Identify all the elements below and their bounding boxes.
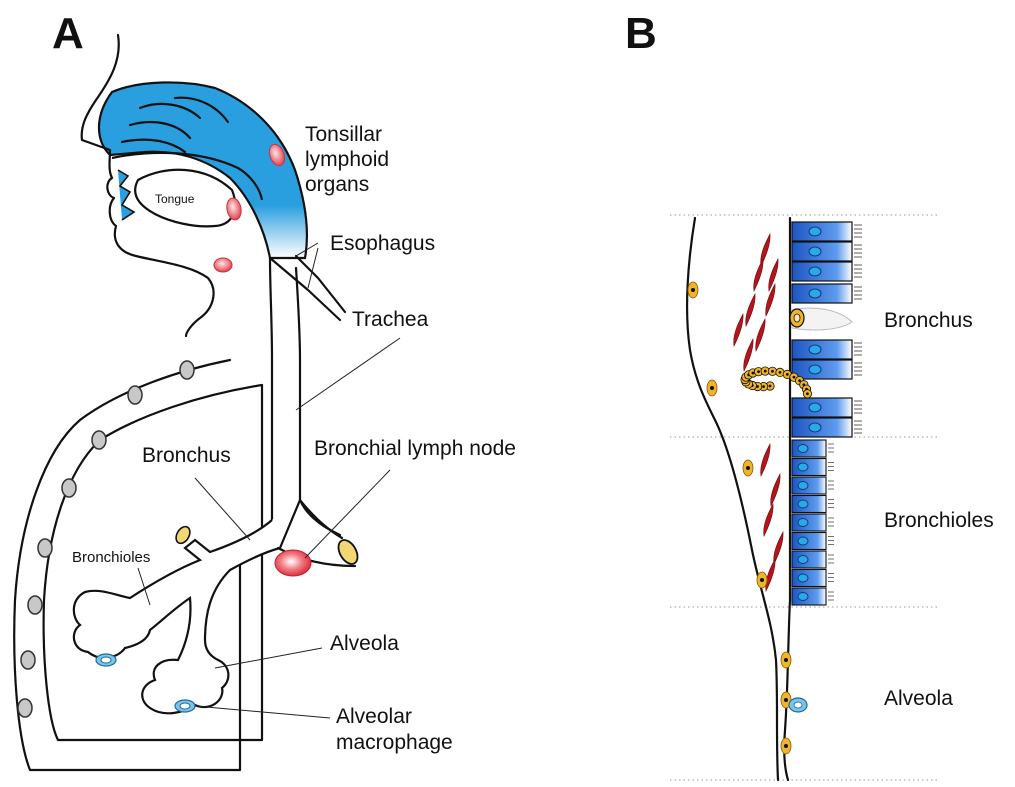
smooth-muscle-fiber [746,294,755,326]
svg-text:macrophage: macrophage [336,731,453,754]
lymphoid-cell [768,367,776,375]
stromal-cell [781,738,791,754]
ciliated-epithelial-cell [792,242,862,261]
rib [21,651,35,669]
svg-text:Alveolar: Alveolar [336,705,412,728]
svg-text:lymphoid: lymphoid [305,148,389,171]
cartilage-stump-left [173,524,192,546]
rib [18,699,32,717]
cartilage-stump-right [335,537,362,568]
smooth-muscle-fiber [766,559,775,591]
label-tonsillar-lymphoid-organs: Tonsillar lymphoid organs [305,123,389,196]
rib [38,539,52,557]
ciliated-epithelial-cell [792,340,862,359]
smooth-muscle-fiber [764,504,773,536]
cuboidal-epithelial-cell [792,533,834,550]
cuboidal-epithelial-cell [792,588,834,605]
trachea-left-wall [235,258,272,546]
cuboidal-epithelial-cell [792,551,834,568]
stromal-cell [757,572,767,588]
smooth-muscle-fiber [761,444,770,476]
fibroblast-cells [688,282,791,754]
smooth-muscle-fiber [744,339,753,371]
lips [118,170,134,220]
rib [28,596,42,614]
smooth-muscle-fibers [734,234,783,591]
rib [62,479,76,497]
panel-a-letter: A [52,9,84,58]
trachea-right-wall [296,268,340,535]
rib [180,361,194,379]
alveolar-macrophage-upper [96,654,116,666]
label-tongue: Tongue [155,192,195,206]
label-bronchioles-b: Bronchioles [884,509,994,532]
esophagus-inner [296,256,345,312]
cuboidal-epithelial-cell [792,496,834,513]
ciliated-epithelial-cell [792,222,862,241]
lymphoid-cell [803,390,811,398]
tonsil-lower [214,258,232,272]
label-alveola-a: Alveola [330,632,399,655]
ciliated-epithelial-cell [792,262,862,281]
cuboidal-epithelial-cell [792,570,834,587]
smooth-muscle-fiber [756,319,765,351]
epithelium-cells [792,222,862,605]
cuboidal-epithelial-cell [792,459,834,476]
airway-wall-outer [687,218,778,780]
stromal-cell [707,380,717,396]
smooth-muscle-fiber [754,259,763,291]
stromal-cell [688,282,698,298]
goblet-cell [790,308,852,330]
panel-a: A Tongue [14,9,516,770]
stromal-cell [781,652,791,668]
svg-text:Tonsillar: Tonsillar [305,123,382,146]
nasal-cavity [99,82,307,258]
cuboidal-epithelial-cell [792,440,834,457]
label-bronchus-a: Bronchus [142,444,231,467]
label-bronchus-b: Bronchus [884,309,973,332]
panel-b: B Bronchus Bronchioles Alveola [625,9,994,780]
label-bronchioles-a: Bronchioles [72,549,150,566]
rib [92,431,106,449]
stromal-cell [743,460,753,476]
ciliated-epithelial-cell [792,418,862,437]
smooth-muscle-fiber [734,314,743,346]
cuboidal-epithelial-cell [792,514,834,531]
rib [128,386,142,404]
svg-text:organs: organs [305,173,369,196]
panel-b-letter: B [625,9,657,58]
cuboidal-epithelial-cell [792,477,834,494]
label-trachea: Trachea [352,308,429,331]
ciliated-epithelial-cell [792,398,862,417]
label-alveolar-macrophage: Alveolar macrophage [336,705,453,754]
bronchial-lymph-node [275,550,311,576]
esophagus [270,258,340,320]
alveolar-macrophage-b [789,698,807,712]
label-esophagus: Esophagus [330,232,435,255]
smooth-muscle-fiber [771,474,780,506]
alveolar-macrophage-lower [175,700,195,712]
smooth-muscle-fiber [769,259,778,291]
ciliated-epithelial-cell [792,284,862,303]
ciliated-epithelial-cell [792,360,862,379]
label-bronchial-lymph-node: Bronchial lymph node [314,437,516,460]
label-alveola-b: Alveola [884,687,953,710]
